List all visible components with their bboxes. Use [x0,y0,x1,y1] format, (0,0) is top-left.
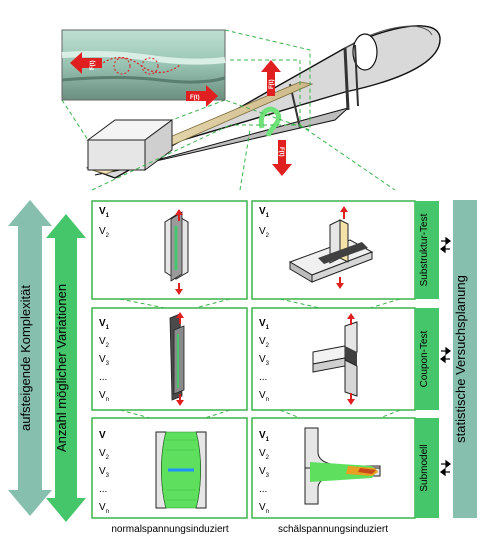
variant-list-row1-left: V1 V2 [99,206,110,239]
variant-n: Vn [99,390,109,403]
variant-1: V1 [99,318,110,331]
doe-arrow-shape [453,200,477,518]
submodel-normal [155,431,207,509]
variant-ellipsis: ... [99,372,107,383]
row-connectors [119,298,401,419]
variant-ellipsis: ... [259,372,267,383]
variant-list-row2-left: V1 V2 V3 ... Vn [99,318,110,403]
variant-3: V3 [259,354,270,367]
variant-n: Vn [259,390,269,403]
variant-1: V [99,430,106,441]
level-bar-1 [415,201,439,299]
specimen-coupon-peel [312,313,358,405]
variant-1: V1 [99,206,110,219]
doe-arrow: statistische Versuchsplanung [440,200,477,518]
complexity-arrow-shape [8,200,52,516]
complexity-arrow: aufsteigende Komplexität [8,200,52,516]
variant-n: Vn [99,502,109,515]
variant-1: V1 [259,206,270,219]
column-label-peel: schälspannungsinduziert [278,524,388,535]
zoom-detail [61,29,226,101]
level-label-2: Coupon-Test [419,330,430,387]
level-label-3: Submodell [419,444,430,491]
test-grid: Substruktur-Test Coupon-Test Submodell [91,200,439,519]
variant-3: V3 [99,354,110,367]
specimen-substructure-normal [164,209,189,295]
column-label-normal: normalspannungsinduziert [111,524,229,535]
variant-list-row3-right: V1 V2 V3 ... Vn [259,430,270,515]
joint-highlight [258,106,282,137]
variations-arrow: Anzahl möglicher Variationen [46,214,86,522]
force-label-up: F(t) [269,79,275,89]
variant-3: V3 [99,466,110,479]
variant-2: V2 [99,226,110,239]
specimen-coupon-normal [169,312,185,406]
variant-2: V2 [259,336,270,349]
doe-label: statistische Versuchsplanung [453,275,468,443]
force-arrow-up [261,60,281,96]
force-label-right: F(t) [190,95,200,101]
variant-2: V2 [259,448,270,461]
variant-3: V3 [259,466,270,479]
submodel-peel [304,427,381,505]
panel-row2-left [91,307,248,411]
force-label-down: F(t) [278,147,284,157]
complexity-label: aufsteigende Komplexität [18,285,33,431]
variant-2: V2 [259,226,270,239]
force-arrow-left [70,52,102,74]
force-label-left: F(t) [90,60,96,70]
force-arrows: F(t) F(t) F(t) F(t) [70,52,292,176]
level-bar-2 [415,308,439,410]
wing-leading-edge-hole [352,33,378,71]
variant-list-row3-left: V V2 V3 ... Vn [99,430,110,515]
variant-ellipsis: ... [259,484,267,495]
specimen-substructure-peel [288,206,374,289]
variant-list-row2-right: V1 V2 V3 ... Vn [259,318,270,403]
variant-2: V2 [99,336,110,349]
level-bar-3 [415,418,439,518]
wing-section-cut [87,139,146,171]
wing-spar-front [343,47,350,111]
force-arrow-down [272,140,292,176]
variations-label: Anzahl möglicher Variationen [54,284,69,452]
force-arrow-right [186,85,218,107]
variant-ellipsis: ... [99,484,107,495]
variant-n: Vn [259,502,269,515]
variant-1: V1 [259,430,270,443]
variant-1: V1 [259,318,270,331]
wing-illustration [85,25,441,179]
level-label-1: Substruktur-Test [419,213,430,286]
variant-list-row1-right: V1 V2 [259,206,270,239]
variant-2: V2 [99,448,110,461]
variations-arrow-shape [46,214,86,522]
